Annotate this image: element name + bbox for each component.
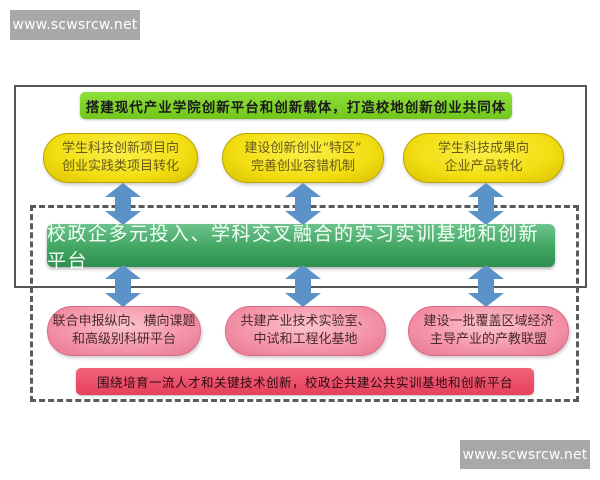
pink-pill-1: 联合申报纵向、横向课题 和高级别科研平台 [47, 306, 201, 356]
pill-line: 中试和工程化基地 [253, 332, 358, 347]
top-banner-text: 搭建现代产业学院创新平台和创新载体，打造校地创新创业共同体 [85, 99, 507, 116]
top-banner: 搭建现代产业学院创新平台和创新载体，打造校地创新创业共同体 [80, 92, 512, 119]
pink-pill-3: 建设一批覆盖区域经济 主导产业的产教联盟 [408, 306, 569, 356]
bottom-banner-text: 围绕培育一流人才和关键技术创新，校政企共建公共实训基地和创新平台 [96, 375, 513, 390]
pill-line: 建设创新创业“特区” [244, 141, 362, 156]
double-arrow-icon [105, 265, 141, 307]
main-platform-bar: 校政企多元投入、学科交叉融合的实习实训基地和创新平台 [47, 223, 555, 272]
pill-line: 主导产业的产教联盟 [429, 332, 547, 347]
pill-line: 建设一批覆盖区域经济 [423, 314, 554, 329]
double-arrow-icon [285, 265, 321, 307]
pill-line: 联合申报纵向、横向课题 [52, 314, 196, 329]
pill-line: 完善创业容错机制 [250, 159, 355, 174]
pill-line: 共建产业技术实验室、 [240, 314, 371, 329]
pill-line: 创业实践类项目转化 [61, 159, 179, 174]
watermark-text: www.scwsrcw.net [462, 446, 588, 463]
pink-pill-2: 共建产业技术实验室、 中试和工程化基地 [225, 306, 386, 356]
pill-line: 学生科技成果向 [437, 141, 529, 156]
watermark-bottom-right: www.scwsrcw.net [460, 440, 590, 469]
double-arrow-icon [285, 183, 321, 225]
yellow-pill-2: 建设创新创业“特区” 完善创业容错机制 [222, 133, 384, 183]
pill-line: 学生科技创新项目向 [61, 141, 179, 156]
double-arrow-icon [468, 183, 504, 225]
yellow-pill-1: 学生科技创新项目向 创业实践类项目转化 [43, 133, 198, 183]
double-arrow-icon [468, 265, 504, 307]
double-arrow-icon [105, 183, 141, 225]
watermark-top-left: www.scwsrcw.net [10, 10, 140, 40]
pill-line: 和高级别科研平台 [71, 332, 176, 347]
yellow-pill-3: 学生科技成果向 企业产品转化 [403, 133, 564, 183]
bottom-banner: 围绕培育一流人才和关键技术创新，校政企共建公共实训基地和创新平台 [76, 368, 534, 395]
watermark-text: www.scwsrcw.net [12, 17, 138, 33]
main-bar-text: 校政企多元投入、学科交叉融合的实习实训基地和创新平台 [47, 222, 540, 272]
pill-line: 企业产品转化 [444, 159, 523, 174]
